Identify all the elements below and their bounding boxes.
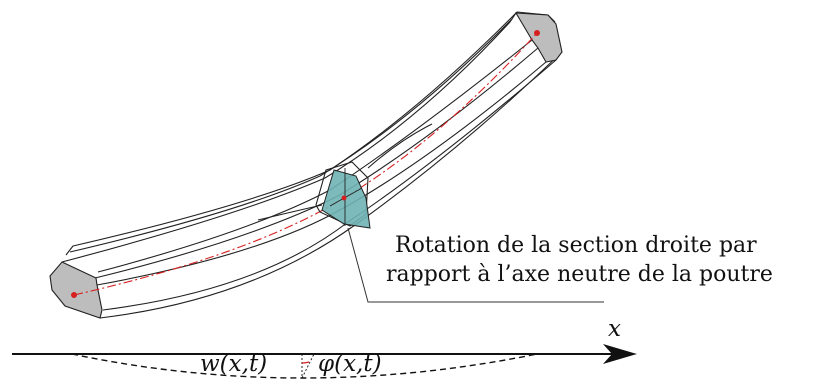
annotation-leader xyxy=(347,227,604,303)
beam-edge-top-inner xyxy=(61,12,517,263)
rotation-marker-tangent xyxy=(301,353,315,379)
neutral-axis-line xyxy=(73,32,538,296)
left-end-face-shape xyxy=(49,261,103,319)
annotation-line-2: rapport à l’axe neutre de la poutre xyxy=(386,262,773,287)
rotation-label: φ(x,t) xyxy=(318,351,382,377)
beam-inner-line-2 xyxy=(367,123,433,169)
centre-section xyxy=(315,161,371,229)
deflection-curve xyxy=(71,353,538,379)
annotation-line-1: Rotation de la section droite par xyxy=(395,233,757,258)
deflection-label: w(x,t) xyxy=(200,351,267,377)
beam-edge-top-second xyxy=(69,18,513,253)
section-neutral-point xyxy=(341,195,347,201)
right-end-face xyxy=(514,12,563,63)
beam-inner-line-1 xyxy=(257,204,323,221)
x-axis-arrowhead xyxy=(603,344,637,364)
x-axis-label: x xyxy=(608,316,621,342)
right-end-face-shape xyxy=(514,12,563,63)
rotation-angle-arc xyxy=(301,361,310,364)
x-axis: x xyxy=(12,316,637,364)
